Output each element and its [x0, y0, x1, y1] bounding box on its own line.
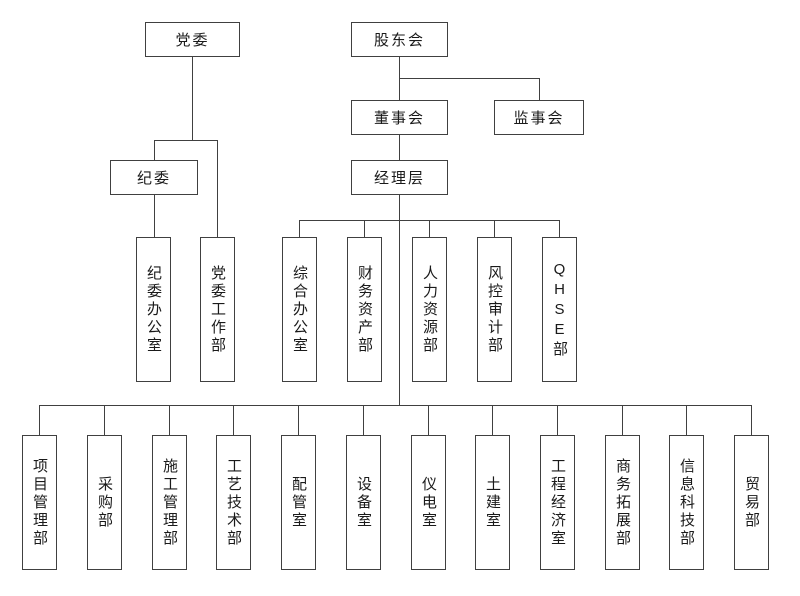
node-label: QHSE部 [551, 260, 568, 359]
node-label: 信息科技部 [678, 457, 695, 548]
node-business-development-dept: 商务拓展部 [605, 435, 640, 570]
node-label: 工程经济室 [549, 457, 566, 548]
node-party-committee: 党委 [145, 22, 240, 57]
node-piping-office: 配管室 [281, 435, 316, 570]
node-procurement-dept: 采购部 [87, 435, 122, 570]
connector-line [298, 405, 299, 435]
connector-line [559, 220, 560, 237]
node-discipline-office: 纪委办公室 [136, 237, 171, 382]
node-discipline-committee: 纪委 [110, 160, 198, 195]
node-label: 风控审计部 [486, 264, 503, 355]
node-label: 施工管理部 [161, 457, 178, 548]
node-equipment-office: 设备室 [346, 435, 381, 570]
node-label: 项目管理部 [31, 457, 48, 548]
node-label: 设备室 [355, 475, 372, 530]
node-risk-audit-dept: 风控审计部 [477, 237, 512, 382]
node-management-layer: 经理层 [351, 160, 448, 195]
node-label: 财务资产部 [356, 264, 373, 355]
node-general-office: 综合办公室 [282, 237, 317, 382]
connector-line [363, 405, 364, 435]
node-label: 党委工作部 [209, 264, 226, 355]
node-label: 监事会 [513, 110, 565, 127]
node-trade-dept: 贸易部 [734, 435, 769, 570]
connector-line [192, 57, 193, 141]
node-supervisory-board: 监事会 [494, 100, 584, 135]
node-label: 商务拓展部 [614, 457, 631, 548]
connector-line [686, 405, 687, 435]
node-label: 董事会 [373, 110, 425, 127]
node-label: 股东会 [373, 32, 425, 49]
connector-line [622, 405, 623, 435]
node-process-technology-dept: 工艺技术部 [216, 435, 251, 570]
connector-line [217, 140, 218, 237]
connector-line [751, 405, 752, 435]
node-label: 纪委 [136, 170, 171, 187]
node-label: 仪电室 [420, 475, 437, 530]
node-label: 人力资源部 [421, 264, 438, 355]
connector-line [154, 140, 218, 141]
connector-line [154, 140, 155, 160]
node-shareholders-meeting: 股东会 [351, 22, 448, 57]
node-label: 综合办公室 [291, 264, 308, 355]
connector-line [154, 195, 155, 237]
connector-line [399, 195, 400, 406]
connector-line [494, 220, 495, 237]
connector-line [429, 220, 430, 237]
node-label: 工艺技术部 [225, 457, 242, 548]
node-label: 土建室 [484, 475, 501, 530]
node-label: 配管室 [290, 475, 307, 530]
node-qhse-dept: QHSE部 [542, 237, 577, 382]
node-civil-engineering-office: 土建室 [475, 435, 510, 570]
connector-line [233, 405, 234, 435]
connector-line [39, 405, 40, 435]
connector-line [364, 220, 365, 237]
node-information-technology-dept: 信息科技部 [669, 435, 704, 570]
connector-line [39, 405, 752, 406]
connector-line [169, 405, 170, 435]
node-label: 经理层 [373, 170, 425, 187]
connector-line [399, 78, 539, 79]
node-label: 纪委办公室 [145, 264, 162, 355]
connector-line [428, 405, 429, 435]
node-engineering-economics-office: 工程经济室 [540, 435, 575, 570]
node-label: 贸易部 [743, 475, 760, 530]
connector-line [557, 405, 558, 435]
node-board-of-directors: 董事会 [351, 100, 448, 135]
connector-line [104, 405, 105, 435]
connector-line [539, 78, 540, 100]
node-project-management-dept: 项目管理部 [22, 435, 57, 570]
node-instrument-electrical-office: 仪电室 [411, 435, 446, 570]
node-finance-assets-dept: 财务资产部 [347, 237, 382, 382]
connector-line [399, 135, 400, 160]
node-human-resources-dept: 人力资源部 [412, 237, 447, 382]
node-label: 采购部 [96, 475, 113, 530]
node-construction-management-dept: 施工管理部 [152, 435, 187, 570]
connector-line [299, 220, 300, 237]
node-party-work-dept: 党委工作部 [200, 237, 235, 382]
connector-line [492, 405, 493, 435]
node-label: 党委 [175, 32, 210, 49]
